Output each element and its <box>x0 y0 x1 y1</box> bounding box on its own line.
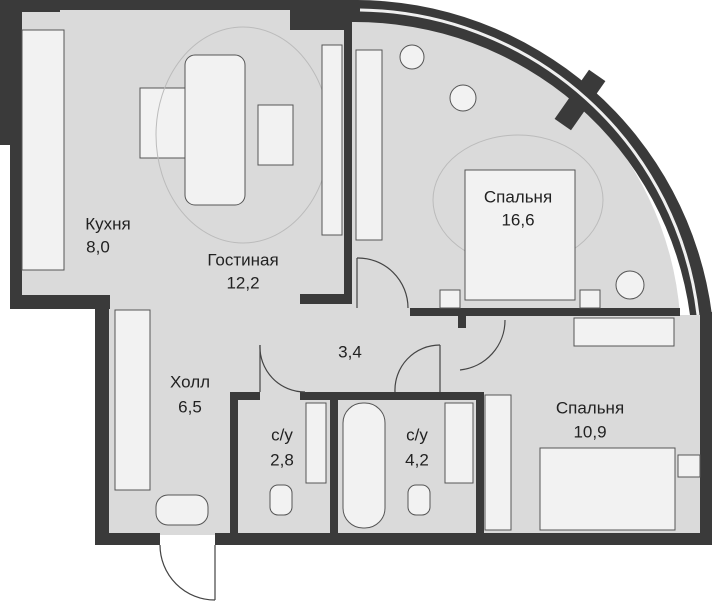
room-name-kitchen: Кухня <box>85 214 131 234</box>
room-name-bathroom-2: с/у <box>406 425 428 445</box>
walls <box>0 0 712 545</box>
room-area-bathroom-2: 4,2 <box>405 450 429 470</box>
room-area-hall: 6,5 <box>178 397 202 417</box>
room-name-bedroom-2: Спальня <box>555 398 625 418</box>
window <box>359 8 700 316</box>
room-name-hall: Холл <box>169 372 211 392</box>
room-area-bathroom-1: 2,8 <box>270 450 294 470</box>
furniture <box>21 26 701 531</box>
room-area-corridor: 3,4 <box>338 342 362 362</box>
room-area-bedroom-2: 10,9 <box>573 422 607 442</box>
room-area-bedroom-1: 16,6 <box>501 210 535 230</box>
room-area-living: 12,2 <box>226 273 260 293</box>
room-name-living: Гостиная <box>207 250 279 270</box>
room-name-bedroom-1: Спальня <box>483 187 553 207</box>
doors <box>159 257 506 601</box>
room-name-bathroom-1: с/у <box>271 425 293 445</box>
room-area-kitchen: 8,0 <box>86 237 110 257</box>
